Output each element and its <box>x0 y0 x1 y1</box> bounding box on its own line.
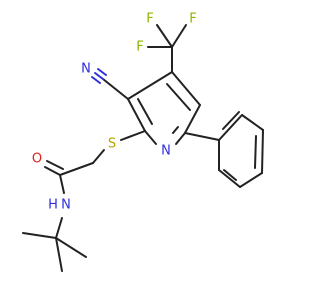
bond-carbonyl-o <box>44 166 61 176</box>
atom-labels: F F F N N S O N H <box>32 12 197 213</box>
fluorine-label-1: F <box>146 12 153 27</box>
bond-ch2-carbonyl <box>59 162 94 176</box>
bond-carbonyl-n <box>59 174 65 194</box>
bond-ring-c5-c6 <box>184 104 201 134</box>
bond-phenyl-5 <box>218 169 241 188</box>
bond-phenyl-5-double <box>223 169 237 181</box>
pyridine-nitrogen-label: N <box>161 144 171 159</box>
bond-ring-c2-c3-double <box>137 98 153 125</box>
bond-ring-c2-c3 <box>127 98 146 132</box>
bond-carbonyl-o-double <box>46 160 64 170</box>
bond-ring-n-c2 <box>144 130 157 145</box>
bond-phenyl-1-double <box>222 111 240 130</box>
bond-ring-c4-c5-double <box>166 83 191 111</box>
bond-nitrile-triple-c <box>97 68 107 76</box>
bond-ring-c4-c5 <box>171 71 201 106</box>
bond-tbutyl-methyl-3 <box>55 237 87 258</box>
bond-phenyl-1 <box>218 114 243 141</box>
bond-tbutyl-methyl-1 <box>22 232 57 239</box>
bond-ring-c3-c4 <box>127 71 173 100</box>
bond-phenyl-4 <box>239 172 263 188</box>
bond-ring-phenyl <box>184 132 220 141</box>
nitrile-nitrogen-label: N <box>81 62 91 77</box>
molecule-diagram: F F F N N S O N H <box>0 0 300 300</box>
bond-n-tbutyl <box>55 217 63 239</box>
bond-ring-nitrile-carbon <box>102 78 129 100</box>
bond-ring-c6-n <box>175 132 186 145</box>
amide-nitrogen-label: N <box>61 198 71 213</box>
fluorine-label-2: F <box>136 40 143 55</box>
fluorine-label-3: F <box>189 12 196 27</box>
background <box>0 0 300 300</box>
bond-ring-sulfur <box>120 130 146 141</box>
sulfur-label: S <box>108 137 116 152</box>
bond-c-f3 <box>171 24 187 48</box>
bond-phenyl-3-double <box>254 135 257 169</box>
oxygen-label: O <box>32 152 42 167</box>
amide-hydrogen-label: H <box>48 198 58 213</box>
bonds <box>22 24 264 272</box>
bond-tbutyl-methyl-2 <box>55 237 63 272</box>
bond-ring-c6-n-double <box>172 126 179 134</box>
bond-nitrile-triple-a <box>94 72 104 80</box>
bond-c-f1 <box>156 24 173 48</box>
bond-nitrile-triple-b <box>91 76 101 84</box>
bond-sulfur-ch2 <box>92 149 105 164</box>
bond-phenyl-3 <box>261 129 264 174</box>
bond-phenyl-2 <box>241 114 264 131</box>
structure-canvas: F F F N N S O N H <box>0 0 300 300</box>
